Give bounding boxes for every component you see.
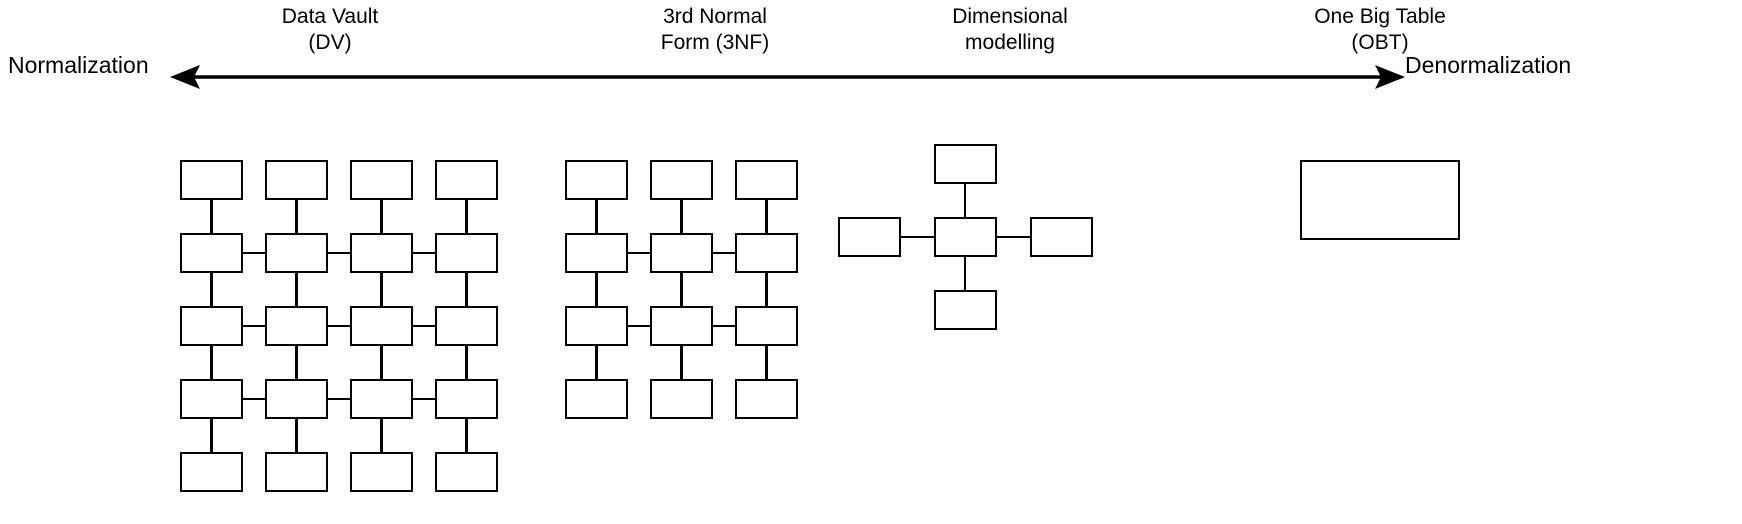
entity-box — [435, 379, 498, 419]
connector-line-vertical — [680, 273, 683, 306]
connector-line-horizontal — [628, 324, 650, 328]
entity-box — [650, 379, 713, 419]
entity-box — [180, 379, 243, 419]
entity-box — [735, 233, 798, 273]
connector-line-horizontal — [328, 251, 350, 255]
entity-box — [180, 306, 243, 346]
connector-line-vertical — [765, 200, 768, 233]
entity-box — [650, 306, 713, 346]
connector-line-horizontal — [243, 324, 265, 328]
dimension-box-top — [933, 144, 997, 184]
entity-box — [350, 160, 413, 200]
connector-line-horizontal — [328, 397, 350, 401]
dimension-box-bottom — [933, 290, 997, 330]
stage-label-line1: Dimensional — [952, 5, 1068, 28]
connector-line-vertical — [595, 200, 598, 233]
connector-line-vertical — [295, 346, 298, 379]
entity-box — [350, 233, 413, 273]
stage-label-line2: modelling — [965, 31, 1055, 54]
entity-box — [350, 306, 413, 346]
entity-box — [650, 160, 713, 200]
entity-box — [735, 306, 798, 346]
stage-label-data-vault: Data Vault (DV) — [180, 4, 480, 56]
axis-label-denormalization: Denormalization — [1405, 52, 1572, 78]
connector-line-vertical — [765, 346, 768, 379]
connector-line-vertical — [380, 419, 383, 452]
entity-box — [350, 379, 413, 419]
connector-line-horizontal — [628, 251, 650, 255]
connector-line-vertical — [680, 200, 683, 233]
entity-box — [565, 306, 628, 346]
connector-line-horizontal — [413, 251, 435, 255]
entity-box — [650, 233, 713, 273]
entity-box — [435, 233, 498, 273]
entity-box — [265, 379, 328, 419]
entity-box — [180, 233, 243, 273]
normalization-axis-arrow-icon — [170, 65, 1405, 89]
connector-line-vertical — [465, 419, 468, 452]
stage-label-line2: Form (3NF) — [660, 31, 770, 54]
connector-line-vertical — [295, 419, 298, 452]
connector-line-vertical — [595, 273, 598, 306]
connector-line-vertical — [210, 419, 213, 452]
connector-line-vertical — [210, 200, 213, 233]
entity-box — [565, 379, 628, 419]
connector-line-vertical — [595, 346, 598, 379]
entity-box — [350, 452, 413, 492]
connector-line-vertical — [210, 346, 213, 379]
stage-label-line1: 3rd Normal — [663, 5, 767, 28]
connector-line-horizontal — [328, 324, 350, 328]
connector-line-vertical — [380, 200, 383, 233]
connector-line-vertical — [295, 273, 298, 306]
connector-line-vertical — [465, 200, 468, 233]
entity-box — [265, 306, 328, 346]
entity-box — [735, 379, 798, 419]
stage-label-line1: Data Vault — [281, 5, 379, 28]
entity-box — [565, 160, 628, 200]
entity-box — [180, 160, 243, 200]
connector-line-vertical — [210, 273, 213, 306]
entity-box — [265, 233, 328, 273]
stage-label-line2: (DV) — [308, 31, 352, 54]
connector-line-horizontal — [713, 324, 735, 328]
connector-line-horizontal — [713, 251, 735, 255]
entity-box — [265, 160, 328, 200]
connector-line-vertical — [680, 346, 683, 379]
dimension-box-left — [837, 217, 901, 257]
connector-line-horizontal — [243, 251, 265, 255]
connector-line-vertical — [380, 273, 383, 306]
connector-line-vertical — [380, 346, 383, 379]
entity-box — [565, 233, 628, 273]
stage-label-dimensional-modelling: Dimensional modelling — [860, 4, 1160, 56]
connector-line-vertical — [465, 346, 468, 379]
entity-box — [735, 160, 798, 200]
entity-box — [435, 452, 498, 492]
connector-line-horizontal — [413, 324, 435, 328]
one-big-table-box — [1300, 160, 1460, 240]
connector-line-vertical — [765, 273, 768, 306]
stage-label-line2: (OBT) — [1351, 31, 1409, 54]
connector-line-vertical — [295, 200, 298, 233]
dimension-box-right — [1029, 217, 1093, 257]
entity-box — [435, 306, 498, 346]
fact-table-box — [933, 217, 997, 257]
axis-label-normalization: Normalization — [8, 52, 149, 78]
connector-line-horizontal — [413, 397, 435, 401]
entity-box — [435, 160, 498, 200]
stage-label-line1: One Big Table — [1314, 5, 1446, 28]
stage-label-one-big-table: One Big Table (OBT) — [1230, 4, 1530, 56]
connector-line-horizontal — [243, 397, 265, 401]
entity-box — [180, 452, 243, 492]
connector-line-vertical — [465, 273, 468, 306]
entity-box — [265, 452, 328, 492]
